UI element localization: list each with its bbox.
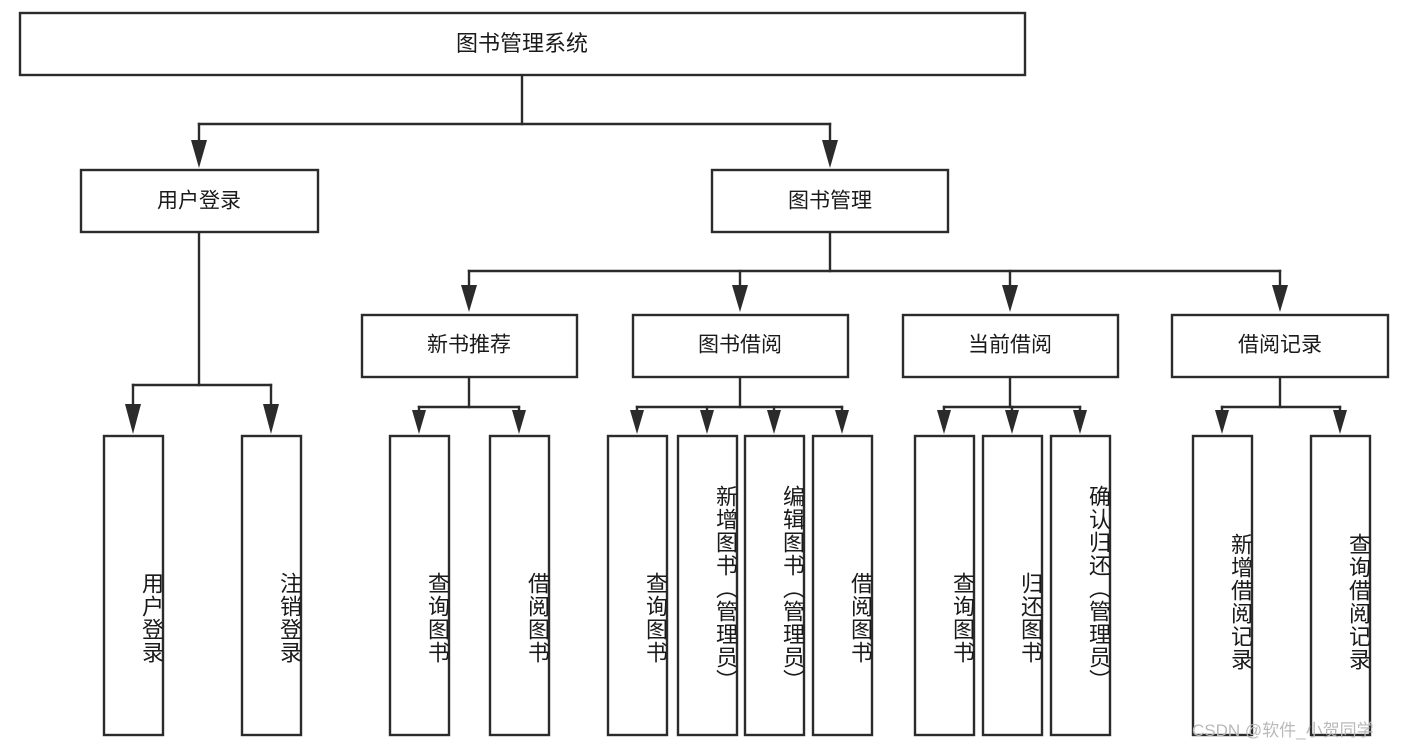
node-user-login-label: 用户登录 — [157, 190, 241, 213]
leaf-box-user-login-1[interactable] — [240, 434, 303, 737]
node-book-manage-box[interactable] — [710, 168, 950, 234]
arrow-current-l1 — [937, 410, 951, 434]
node-root-box[interactable] — [18, 11, 1027, 77]
arrow-book-c2 — [732, 285, 748, 312]
leaf-box-new-book-1[interactable] — [488, 434, 551, 737]
arrow-borrow-l4 — [835, 410, 849, 434]
leaf-box-borrow-record-1[interactable] — [1309, 434, 1372, 737]
leaf-box-borrow-record-0[interactable] — [1191, 434, 1254, 737]
leaf-box-user-login-0[interactable] — [102, 434, 165, 737]
connector-group-root — [191, 73, 838, 168]
arrow-newbook-l2 — [512, 410, 526, 434]
leaf-box-current-borrow-2[interactable] — [1049, 434, 1112, 737]
connector-group-borrow-record — [1215, 375, 1347, 434]
leaf-box-book-borrow-1[interactable] — [676, 434, 739, 737]
connector-group-book-manage — [461, 230, 1288, 312]
leaf-box-new-book-0[interactable] — [388, 434, 451, 737]
node-book-manage-label: 图书管理 — [788, 190, 872, 213]
arrow-borrow-l2 — [700, 410, 714, 434]
node-book-borrow-label: 图书借阅 — [698, 334, 782, 357]
arrow-current-l2 — [1005, 410, 1019, 434]
leaf-box-current-borrow-1[interactable] — [981, 434, 1044, 737]
leaf-box-current-borrow-0[interactable] — [913, 434, 976, 737]
node-root-label: 图书管理系统 — [456, 31, 588, 56]
node-new-book-box[interactable] — [360, 313, 579, 379]
leaf-box-book-borrow-3[interactable] — [811, 434, 874, 737]
arrow-book-c4 — [1272, 285, 1288, 312]
node-user-login-box[interactable] — [79, 168, 320, 234]
node-current-borrow-label: 当前借阅 — [968, 334, 1052, 357]
arrow-root-to-user — [191, 140, 207, 168]
leaf-box-book-borrow-2[interactable] — [743, 434, 806, 737]
leaf-box-book-borrow-0[interactable] — [606, 434, 669, 737]
arrow-book-c1 — [461, 285, 477, 312]
connector-group-current-borrow — [937, 375, 1087, 434]
arrow-root-to-book — [822, 140, 838, 168]
arrow-record-l1 — [1215, 410, 1229, 434]
arrow-record-l2 — [1333, 410, 1347, 434]
arrow-book-c3 — [1002, 285, 1018, 312]
connector-group-new-book — [412, 375, 526, 434]
node-borrow-record-label: 借阅记录 — [1238, 334, 1322, 357]
arrow-borrow-l3 — [767, 410, 781, 434]
node-borrow-record-box[interactable] — [1170, 313, 1390, 379]
arrow-borrow-l1 — [630, 410, 644, 434]
connector-group-user-login — [125, 230, 279, 434]
arrow-user-l2 — [263, 404, 279, 434]
node-book-borrow-box[interactable] — [631, 313, 850, 379]
arrow-newbook-l1 — [412, 410, 426, 434]
arrow-user-l1 — [125, 404, 141, 434]
node-current-borrow-box[interactable] — [901, 313, 1120, 379]
node-new-book-label: 新书推荐 — [427, 334, 511, 357]
arrow-current-l3 — [1073, 410, 1087, 434]
connector-group-book-borrow — [630, 375, 849, 434]
